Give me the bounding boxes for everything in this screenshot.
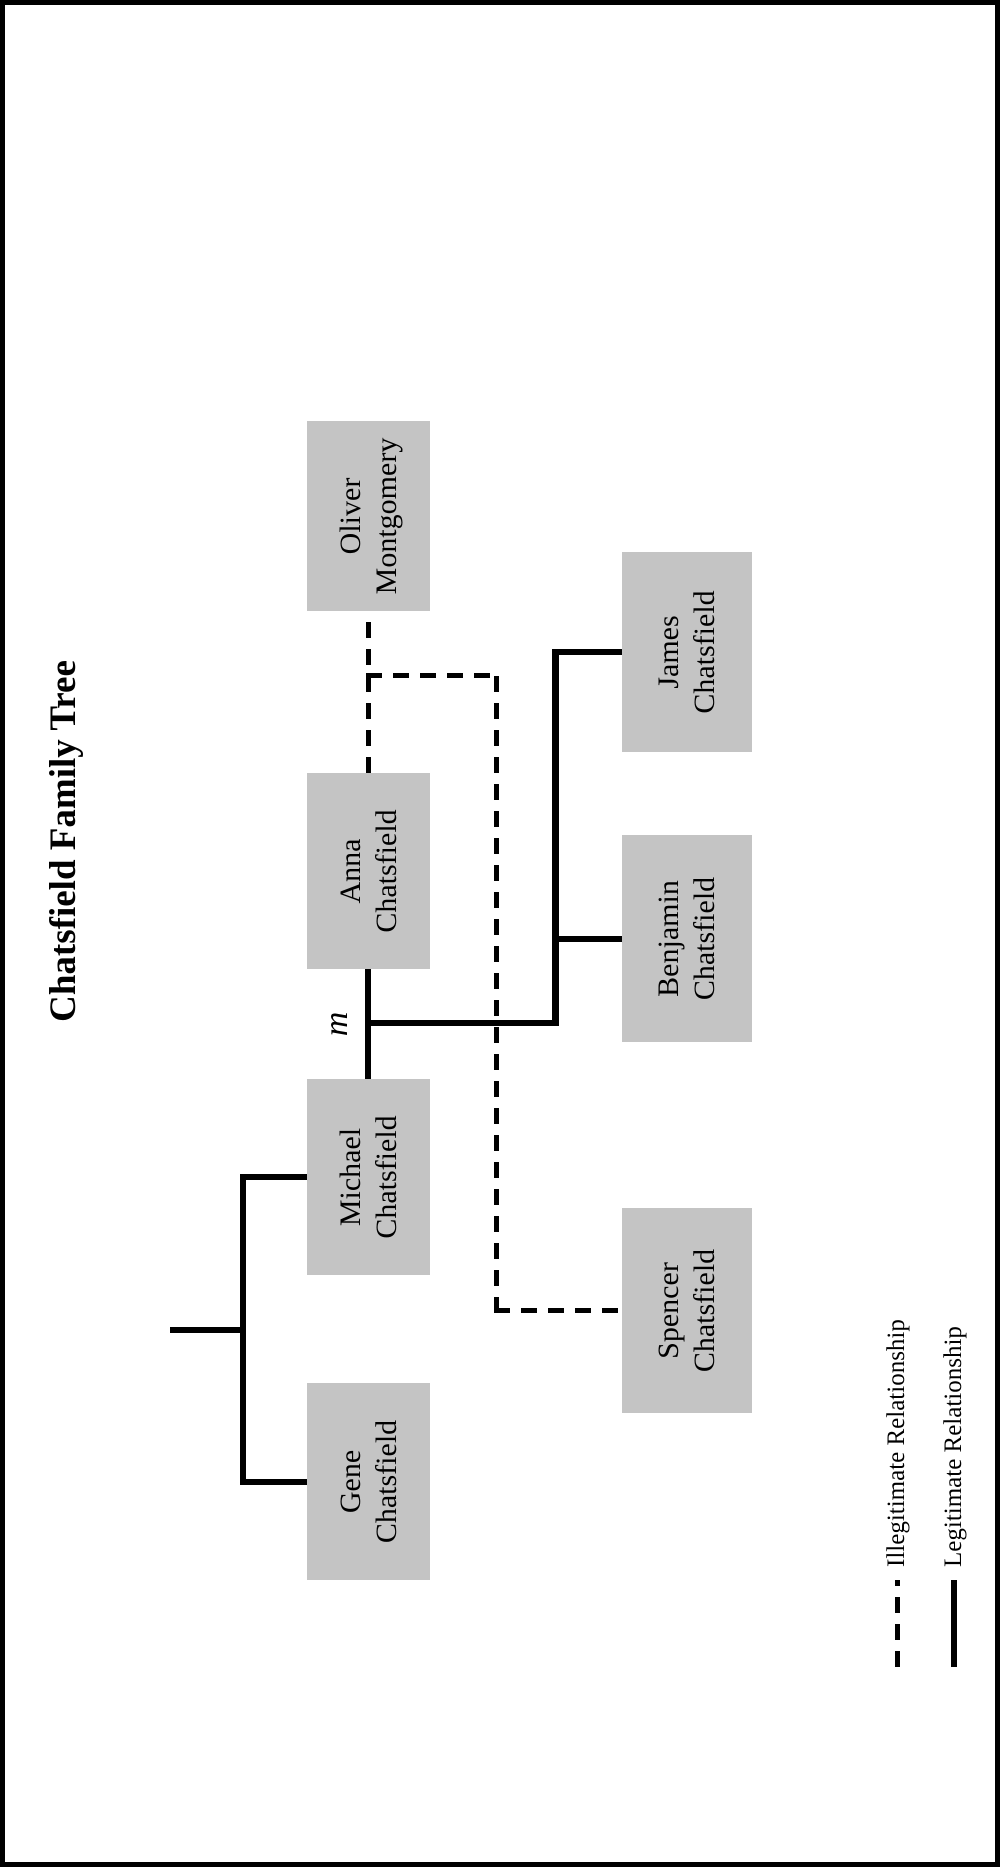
james-drop-line	[559, 649, 622, 655]
person-box-james: James Chatsfield	[622, 552, 752, 752]
children-rail-line	[552, 649, 559, 1026]
person-box-anna: Anna Chatsfield	[307, 773, 430, 969]
person-first-name: Oliver	[333, 477, 367, 555]
person-last-name: Chatsfield	[688, 590, 721, 714]
person-box-gene: Gene Chatsfield	[307, 1383, 430, 1580]
person-first-name: Benjamin	[652, 880, 685, 997]
person-last-name: Chatsfield	[369, 1419, 403, 1544]
person-box-spencer: Spencer Chatsfield	[622, 1208, 752, 1413]
spencer-dashed-drop-line	[494, 1308, 622, 1313]
person-box-michael: Michael Chatsfield	[307, 1079, 430, 1275]
person-first-name: Spencer	[652, 1262, 685, 1359]
person-first-name: Anna	[333, 838, 367, 904]
person-last-name: Chatsfield	[369, 1115, 403, 1239]
sibling-rail-line	[240, 1174, 246, 1485]
solid-line-sample-icon	[951, 1580, 957, 1667]
marriage-descent-line	[365, 1020, 559, 1026]
person-box-oliver: Oliver Montgomery	[307, 421, 430, 611]
oliver-anna-dashed-line	[366, 611, 371, 773]
michael-drop-line	[240, 1174, 307, 1180]
person-box-benjamin: Benjamin Chatsfield	[622, 835, 752, 1042]
person-first-name: Gene	[333, 1449, 367, 1514]
person-last-name: Chatsfield	[369, 809, 403, 933]
diagram-title: Chatsfield Family Tree	[43, 660, 84, 1022]
illegitimate-branch-horizontal-line	[494, 673, 499, 1313]
illegitimate-branch-vertical-line	[366, 673, 499, 678]
person-last-name: Chatsfield	[688, 876, 721, 1001]
person-first-name: Michael	[333, 1127, 367, 1227]
person-last-name: Chatsfield	[688, 1248, 721, 1373]
legend-label-legitimate: Legitimate Relationship	[940, 1326, 967, 1567]
dashed-line-sample-icon	[894, 1580, 900, 1667]
legend-item-illegitimate: Illegitimate Relationship	[880, 1319, 914, 1667]
person-first-name: James	[652, 615, 685, 689]
legend-label-illegitimate: Illegitimate Relationship	[883, 1319, 910, 1567]
marriage-label: m	[318, 1011, 355, 1037]
person-last-name: Montgomery	[369, 437, 403, 595]
gene-drop-line	[240, 1479, 307, 1485]
benjamin-drop-line	[559, 936, 622, 942]
legend-item-legitimate: Legitimate Relationship	[937, 1326, 971, 1667]
ancestor-stub-line	[170, 1327, 243, 1333]
